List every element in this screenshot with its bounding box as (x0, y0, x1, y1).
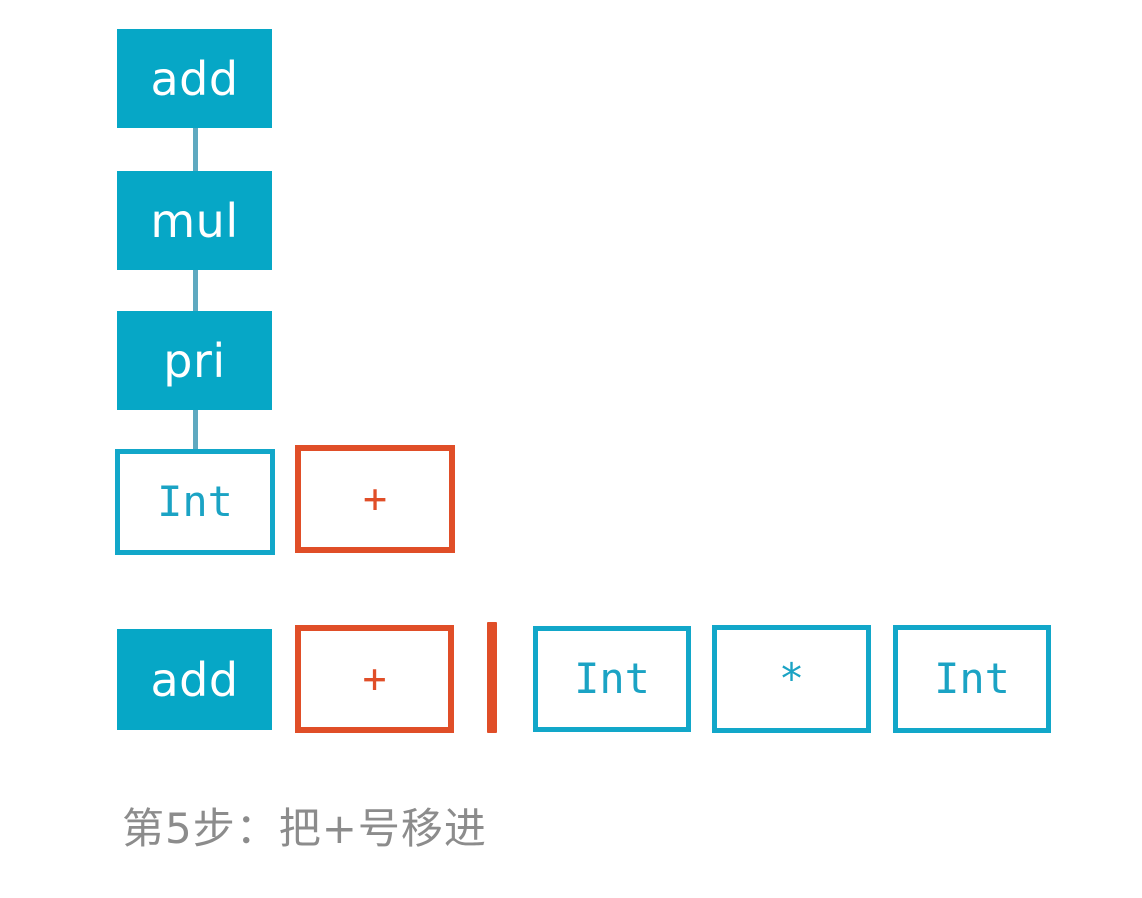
node-label: + (362, 476, 388, 522)
input-node-star-3[interactable]: * (712, 625, 871, 733)
input-node-int-2[interactable]: Int (533, 626, 691, 732)
node-label: pri (163, 333, 226, 388)
stack-node-int-3[interactable]: Int (115, 449, 275, 555)
node-label: add (150, 652, 239, 707)
node-label: Int (157, 477, 233, 526)
node-label: Int (934, 654, 1010, 703)
node-label: mul (150, 193, 239, 248)
step-caption: 第5步：把+号移进 (122, 804, 487, 853)
input-node-add-0[interactable]: add (117, 629, 272, 730)
pending-plus-token[interactable]: + (295, 445, 455, 553)
input-node-plus-1[interactable]: + (295, 625, 454, 733)
node-label: add (150, 51, 239, 106)
stack-node-mul-1[interactable]: mul (117, 171, 272, 270)
input-caret (487, 622, 497, 733)
node-label: Int (574, 654, 650, 703)
node-label: * (778, 654, 805, 703)
input-node-int-4[interactable]: Int (893, 625, 1051, 733)
node-label: + (362, 656, 387, 702)
stack-node-pri-2[interactable]: pri (117, 311, 272, 410)
stack-node-add-0[interactable]: add (117, 29, 272, 128)
